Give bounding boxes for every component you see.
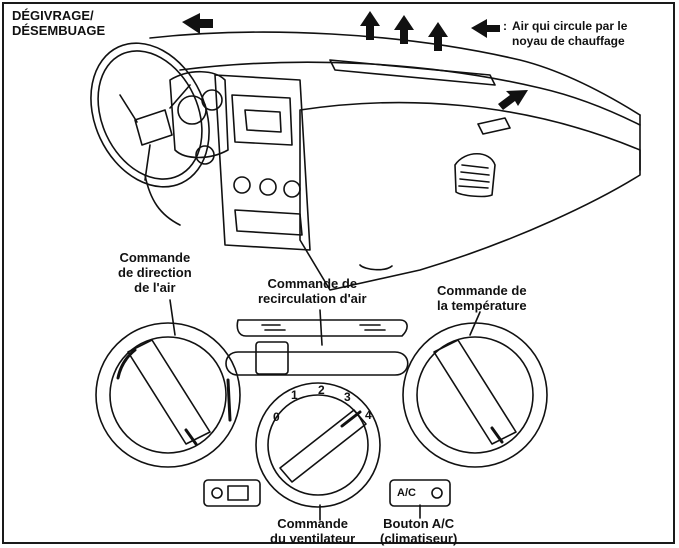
arrow-up-icon-1 [360,11,380,40]
temperature-label-line-2: la température [437,298,527,313]
rear-defrost-button [203,479,261,507]
ac-button-text: A/C [397,487,416,499]
defrost-label-line-1: DÉGIVRAGE/ [12,8,94,23]
fan-label-line-1: Commande [277,516,349,531]
air-direction-label-line-3: de l'air [134,280,176,295]
defrost-label: DÉGIVRAGE/ DÉSEMBUAGE [12,8,105,38]
side-vent-icon [454,152,496,198]
fan-speed-2: 2 [318,383,325,397]
steering-wheel-icon [90,42,210,226]
dashboard-outline [149,31,641,116]
leader-line-direction [169,299,176,336]
air-direction-label-line-1: Commande [119,250,191,265]
air-direction-dial [95,322,241,468]
air-direction-label-line-2: de direction [118,265,192,280]
heater-core-label-line-2: noyau de chauffage [512,34,625,48]
arrow-legend-icon [471,19,500,38]
fan-speed-1: 1 [291,388,298,402]
ac-button-label-line-2: (climatiseur) [380,531,458,546]
upper-vent-icon [477,117,511,135]
defrost-label-line-2: DÉSEMBUAGE [12,23,106,38]
heater-core-label: Air qui circule par le noyau de chauffag… [512,19,627,49]
center-console [214,74,311,251]
recirculation-label-line-1: Commande de [267,276,358,291]
recirculation-label: Commande de recirculation d'air [258,276,367,306]
temperature-label: Commande de la température [437,283,527,313]
fan-label: Commande du ventilateur [270,516,355,546]
arrow-defrost-icon [182,13,213,34]
fan-speed-4: 4 [365,408,372,422]
arrow-vent-icon [498,90,528,110]
ac-button-label: Bouton A/C (climatiseur) [380,516,457,546]
air-direction-label: Commande de direction de l'air [118,250,192,295]
leader-line-temperature [469,311,481,336]
temperature-dial [402,322,548,468]
fan-speed-3: 3 [344,390,351,404]
recirculation-label-line-2: recirculation d'air [258,291,367,306]
temperature-label-line-1: Commande de [437,283,527,298]
ac-button-label-line-1: Bouton A/C [383,516,455,531]
heater-core-marker: : [503,19,507,33]
leader-line-recirculation [319,309,323,346]
arrow-up-icon-2 [394,15,414,44]
heater-core-label-line-1: Air qui circule par le [512,19,628,33]
fan-label-line-2: du ventilateur [270,531,356,546]
arrow-up-icon-3 [428,22,448,51]
recirculation-panel [225,319,409,376]
instrument-cluster [169,70,229,159]
glovebox-outline [299,101,641,291]
fan-speed-0: 0 [273,410,280,424]
fan-dial [255,382,381,508]
